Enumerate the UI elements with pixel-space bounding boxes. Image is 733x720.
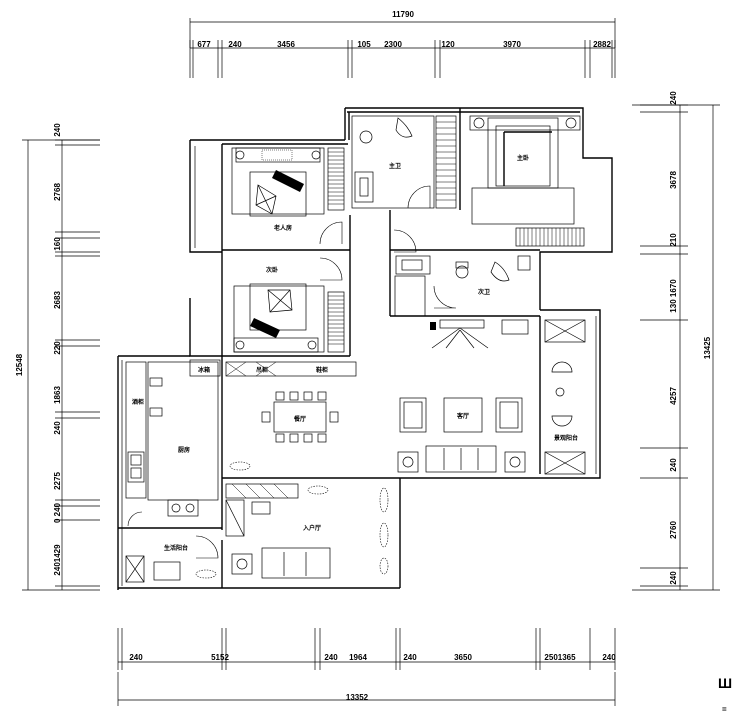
dim-left-4: 2683 [53,291,62,309]
dim-top-3: 3456 [277,40,295,49]
entrance-plants [307,485,389,575]
elder-room: 老人房 [231,147,345,245]
service-balcony-label: 生活阳台 [164,544,188,552]
dim-top-4: 105 [357,40,371,49]
bath-wardrobe [435,115,457,209]
second-bedroom-label: 次卧 [266,266,278,274]
dim-left-1: 240 [53,123,62,137]
wine-cabinet-label: 酒柜 [132,398,144,406]
left-dimension-lines: 12548 240 2768 160 2683 220 1863 240 227… [15,123,100,591]
dining-chairs [261,391,339,443]
dim-right-1: 240 [669,91,678,105]
dim-bottom-6: 3650 [454,653,472,662]
master-wardrobe [515,227,585,247]
dim-bottom-2: 5152 [211,653,229,662]
second-bed-pillow-icon [267,289,293,313]
dim-left-overall: 12548 [15,353,24,376]
second-wardrobe [327,291,345,353]
dim-left-2: 2768 [53,183,62,201]
elder-wardrobe [327,147,345,211]
entrance-hall: 入户厅 [225,483,389,579]
service-balcony: 生活阳台 [125,535,219,583]
scenic-balcony: 景观阳台 [544,319,586,475]
dim-left-3: 160 [53,237,62,251]
dim-bottom-8: 240 [602,653,616,662]
kitchen-cabinet-label: 吊柜 [256,366,268,374]
dim-left-5: 220 [53,341,62,355]
dim-top-5: 2300 [384,40,402,49]
elder-room-label: 老人房 [273,224,292,232]
dim-top-6: 120 [441,40,455,49]
dim-top-8: 2882 [593,40,611,49]
dim-bottom-overall: 13352 [346,693,369,702]
corner-small-mark: = [722,705,727,714]
dim-left-10: 2401429 [53,544,62,576]
dim-top-7: 3970 [503,40,521,49]
fridge-label: 冰箱 [198,366,210,374]
dim-bottom-7: 2501365 [544,653,576,662]
elder-bed-pillow-icon [255,184,277,215]
living-room: 客厅 [397,319,529,473]
bottom-dimension-lines: 240 5152 240 1964 240 3650 2501365 240 1… [117,628,616,706]
dim-right-overall: 13425 [703,336,712,359]
main-sofa [425,445,497,473]
guest-bath-label: 次卫 [478,288,490,296]
dim-right-3: 210 [669,233,678,247]
dim-left-9: 0 240 [53,502,62,523]
dim-right-8: 240 [669,571,678,585]
cabinet-row: 吊柜 鞋柜 [225,361,357,377]
dining-label: 餐厅 [293,415,306,423]
entrance-sofa [261,547,331,579]
sofa-right [495,397,523,433]
right-dimension-lines: 13425 240 3678 210 130 1670 4257 240 276… [632,91,720,591]
entrance-label: 入户厅 [302,524,321,532]
main-bath: 主卫 [351,115,457,209]
master-bedroom: 主卧 [469,115,585,247]
living-label: 客厅 [456,412,469,420]
dim-left-6: 1863 [53,386,62,404]
kitchen: 冰箱 酒柜 厨房 [125,359,221,527]
scenic-balcony-label: 景观阳台 [553,434,578,442]
sofa-left [399,397,427,433]
dim-bottom-3: 240 [324,653,338,662]
master-bedroom-label: 主卧 [517,154,529,162]
wall-outline [117,107,613,590]
dim-top-1: 677 [197,40,211,49]
top-dimension-lines: 11790 677 240 3456 105 2300 120 3970 288… [189,10,616,78]
dim-left-7: 240 [53,421,62,435]
shoe-cabinet-label: 鞋柜 [316,366,328,374]
dim-left-8: 2275 [53,472,62,490]
dim-right-2: 3678 [669,171,678,189]
dim-right-4: 130 1670 [669,279,678,313]
dim-bottom-4: 1964 [349,653,367,662]
dim-top-2: 240 [228,40,242,49]
dim-bottom-1: 240 [129,653,143,662]
corner-mark: Ш [718,675,732,691]
second-bedroom: 次卧 [233,257,345,353]
dim-right-5: 4257 [669,387,678,405]
dim-right-6: 240 [669,458,678,472]
dim-bottom-5: 240 [403,653,417,662]
dining-room: 吊柜 鞋柜 餐厅 [225,361,357,471]
guest-bath: 次卫 [393,229,531,317]
main-bath-label: 主卫 [389,162,401,170]
dim-top-overall: 11790 [392,10,414,19]
kitchen-label: 厨房 [178,446,190,454]
dim-right-7: 2760 [669,521,678,539]
